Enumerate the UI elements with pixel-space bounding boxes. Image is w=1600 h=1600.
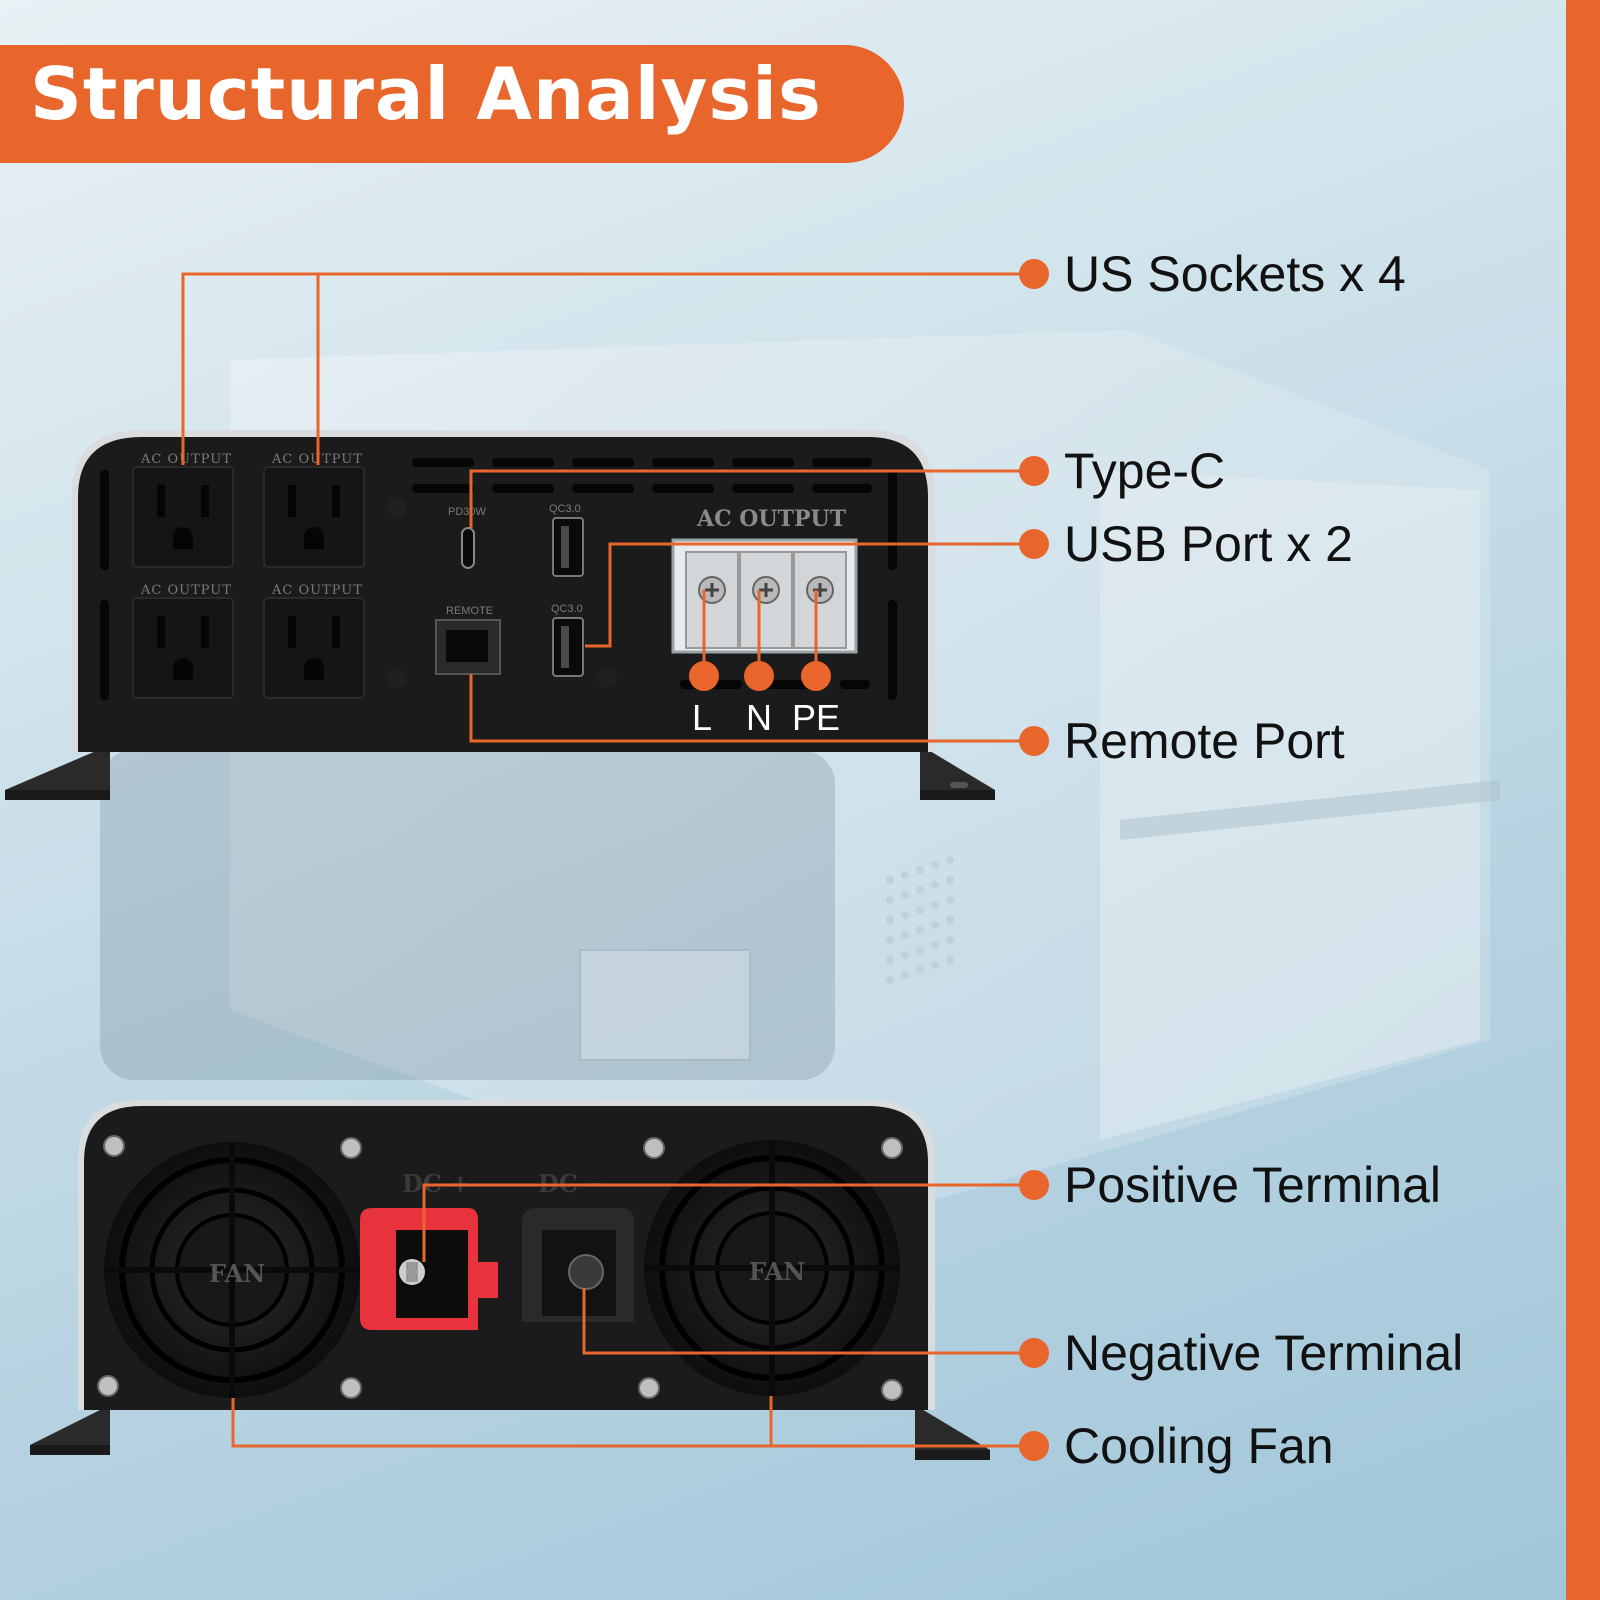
callout-dot bbox=[1019, 1338, 1049, 1368]
callout-dot bbox=[1019, 726, 1049, 756]
cooling-fan bbox=[104, 1142, 360, 1398]
page-title: Structural Analysis bbox=[30, 52, 822, 136]
us-socket bbox=[132, 597, 234, 699]
callout-remote-port: Remote Port bbox=[1064, 713, 1345, 769]
terminal-label-pe: PE bbox=[792, 697, 841, 738]
rear-panel: FAN FAN DC + DC − bbox=[30, 1100, 990, 1460]
qc-label: QC3.0 bbox=[551, 603, 583, 615]
us-socket bbox=[263, 597, 365, 699]
outlet-label: AC OUTPUT bbox=[271, 583, 363, 598]
callout-negative-terminal: Negative Terminal bbox=[1064, 1325, 1464, 1381]
us-socket bbox=[132, 466, 234, 568]
callout-dot bbox=[1019, 1431, 1049, 1461]
terminal-block-label: AC OUTPUT bbox=[696, 506, 847, 532]
title-banner bbox=[0, 45, 904, 163]
callout-type-c: Type-C bbox=[1064, 443, 1226, 499]
fan-label: FAN bbox=[749, 1257, 805, 1286]
terminal-dot-n bbox=[744, 661, 774, 691]
type-c-port bbox=[461, 527, 475, 569]
callout-dot bbox=[1019, 529, 1049, 559]
callout-lines bbox=[181, 272, 1034, 1448]
outlet-label: AC OUTPUT bbox=[140, 583, 232, 598]
cooling-fan bbox=[644, 1140, 900, 1396]
callout-us-sockets: US Sockets x 4 bbox=[1064, 246, 1406, 302]
callout-dot bbox=[1019, 456, 1049, 486]
callout-dot bbox=[1019, 259, 1049, 289]
callout-dot bbox=[1019, 1170, 1049, 1200]
terminal-dot-l bbox=[689, 661, 719, 691]
callout-usb-port: USB Port x 2 bbox=[1064, 516, 1353, 572]
qc-label: QC3.0 bbox=[549, 503, 581, 515]
outlet-label: AC OUTPUT bbox=[140, 452, 232, 467]
terminal-label-l: L bbox=[692, 697, 713, 738]
terminal-dot-pe bbox=[801, 661, 831, 691]
front-panel: AC OUTPUT AC OUTPUT AC OUTPUT AC OUTPUT … bbox=[5, 430, 995, 800]
terminal-label-n: N bbox=[746, 697, 772, 738]
fan-label: FAN bbox=[209, 1259, 265, 1288]
callout-cooling-fan: Cooling Fan bbox=[1064, 1418, 1334, 1474]
callout-positive-terminal: Positive Terminal bbox=[1064, 1157, 1442, 1213]
outlet-label: AC OUTPUT bbox=[271, 452, 363, 467]
pd-label: PD30W bbox=[448, 506, 487, 518]
accent-side-bar bbox=[1566, 0, 1600, 1600]
remote-label: REMOTE bbox=[446, 605, 493, 617]
us-socket bbox=[263, 466, 365, 568]
